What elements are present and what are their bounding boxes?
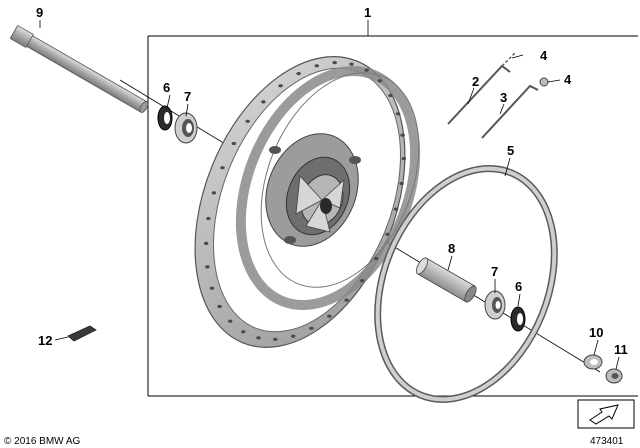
callout-4-top: 4 <box>540 48 548 63</box>
spoke-hole <box>344 298 349 302</box>
rim-spoke-holes <box>204 61 406 341</box>
spoke-hole <box>364 68 369 72</box>
part-12-block[interactable] <box>67 325 97 342</box>
spoke-hole <box>220 166 225 170</box>
spacer-sleeve[interactable] <box>414 256 478 304</box>
spoke-hole <box>373 256 379 261</box>
spoke-hole <box>400 133 405 137</box>
spoke-hole <box>241 330 246 334</box>
callout-8: 8 <box>448 241 455 256</box>
seal-ring-right[interactable] <box>510 306 526 332</box>
spoke-hole <box>349 62 354 66</box>
leader-lines <box>39 20 620 370</box>
spoke-hole <box>388 93 393 98</box>
callout-3: 3 <box>500 90 507 105</box>
spoke-hole <box>245 119 250 123</box>
callout-7-left: 7 <box>184 89 191 104</box>
spoke-hole <box>393 207 399 211</box>
hub[interactable] <box>249 120 374 261</box>
balance-weight-2[interactable] <box>447 51 517 125</box>
spoke-hole <box>231 141 237 146</box>
spoke-hole <box>360 279 365 283</box>
rim-band[interactable] <box>345 142 587 426</box>
callout-2: 2 <box>472 74 479 89</box>
axle[interactable] <box>9 24 150 115</box>
callout-12: 12 <box>38 333 52 348</box>
spoke-hole <box>377 79 382 83</box>
arrow-down-left-icon[interactable] <box>577 399 635 429</box>
spoke-hole <box>314 64 319 68</box>
callout-6-left: 6 <box>163 80 170 95</box>
bearing-right[interactable] <box>484 290 506 320</box>
spoke-hole <box>256 336 261 340</box>
screw-4[interactable] <box>539 77 549 87</box>
callout-5: 5 <box>507 143 514 158</box>
spoke-hole <box>273 337 278 341</box>
collar-nut[interactable] <box>605 368 623 384</box>
spoke-hole <box>401 157 406 161</box>
spoke-hole <box>291 334 296 338</box>
spoke-hole <box>261 100 266 104</box>
callout-6-right: 6 <box>515 279 522 294</box>
copyright-text: © 2016 BMW AG <box>4 436 81 447</box>
callout-1: 1 <box>364 5 371 20</box>
callout-4-bottom: 4 <box>564 72 572 87</box>
callout-10: 10 <box>589 325 603 340</box>
spoke-hole <box>296 72 301 76</box>
spoke-hole <box>327 314 332 318</box>
spacer-bush[interactable] <box>583 354 603 370</box>
spoke-hole <box>206 216 211 221</box>
seal-ring-left[interactable] <box>157 105 173 131</box>
callout-7-right: 7 <box>491 264 498 279</box>
diagram-number: 473401 <box>590 436 624 447</box>
spoke-hole <box>228 319 233 323</box>
spoke-hole <box>395 112 401 116</box>
spoke-hole <box>205 265 210 269</box>
spoke-hole <box>217 304 222 309</box>
balance-weight-3[interactable] <box>481 84 539 139</box>
spoke-hole <box>209 286 215 290</box>
spoke-hole <box>309 326 314 330</box>
callout-9: 9 <box>36 5 43 20</box>
spoke-hole <box>332 61 337 65</box>
callout-11: 11 <box>614 342 628 357</box>
spoke-hole <box>204 241 209 245</box>
assembly-frame <box>147 35 638 397</box>
spoke-hole <box>278 84 283 88</box>
spoke-hole <box>211 191 217 195</box>
bearing-left[interactable] <box>174 112 198 144</box>
spoke-hole <box>385 232 390 236</box>
spoke-hole <box>399 181 404 186</box>
